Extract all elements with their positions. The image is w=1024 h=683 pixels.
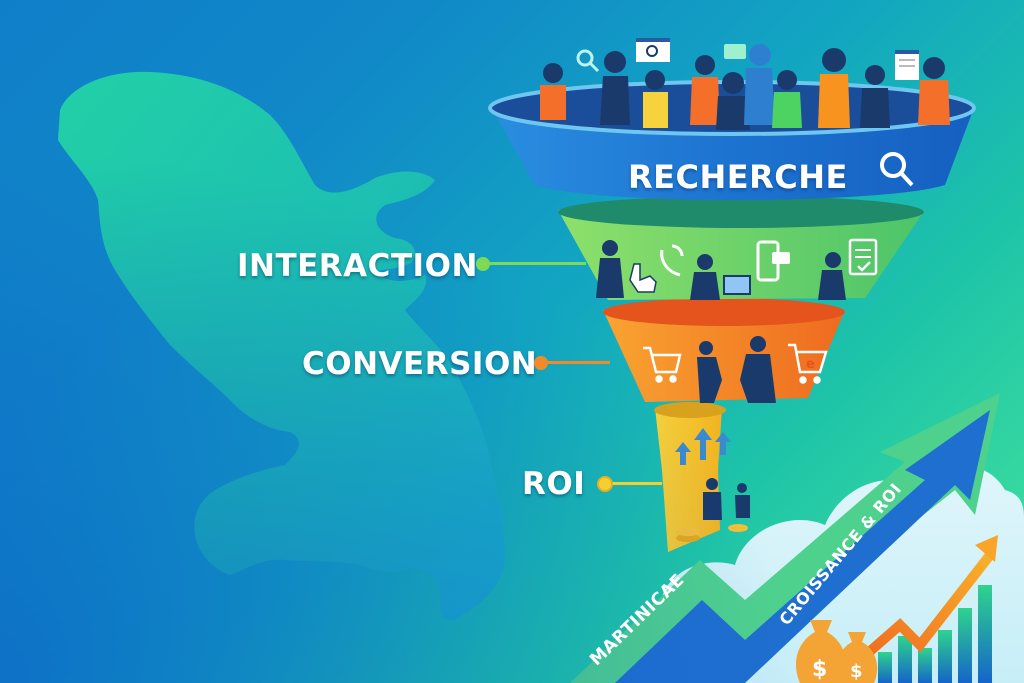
ecommerce-cart-icon	[788, 343, 828, 384]
label-interaction: INTERACTION	[237, 248, 478, 284]
search-icon	[576, 49, 600, 73]
bar-chart-icon	[878, 585, 992, 683]
click-hand-icon	[629, 263, 657, 293]
chat-bubble-icon	[724, 44, 746, 59]
svg-text:$: $	[812, 657, 827, 682]
connector-line-interaction	[488, 262, 586, 265]
browser-search-icon	[636, 38, 670, 62]
svg-text:e: e	[806, 357, 815, 372]
connector-dot-interaction	[476, 257, 490, 271]
connector-line-conversion	[546, 361, 610, 364]
phone-call-icon	[660, 244, 684, 277]
shopping-cart-icon	[643, 346, 682, 383]
label-conversion: CONVERSION	[302, 346, 538, 382]
connector-dot-roi	[597, 476, 613, 492]
connector-dot-conversion	[534, 356, 548, 370]
magnifier-icon	[880, 152, 914, 187]
checklist-icon	[848, 238, 878, 276]
label-roi: ROI	[522, 466, 586, 502]
funnel-stage-recherche	[488, 38, 976, 200]
funnel-title-recherche: RECHERCHE	[628, 158, 848, 196]
document-icon	[895, 50, 919, 80]
smartphone-chat-icon	[756, 240, 790, 282]
funnel-stage-interaction	[558, 196, 925, 300]
funnel-stage-conversion: e	[603, 298, 845, 403]
connector-line-roi	[612, 482, 662, 485]
crowd-of-people	[540, 44, 950, 130]
funnel-stage-roi	[654, 402, 750, 552]
svg-text:$: $	[850, 661, 863, 682]
money-bag-icon: $ $	[795, 620, 878, 683]
